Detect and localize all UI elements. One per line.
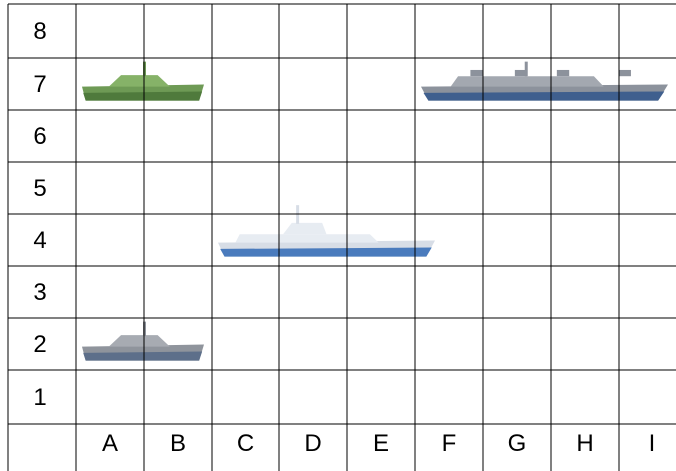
cell-C7[interactable]	[212, 58, 279, 110]
col-label-D: D	[304, 430, 321, 457]
cell-I5[interactable]	[619, 162, 676, 214]
cell-I7[interactable]	[619, 58, 676, 110]
cell-A4[interactable]	[76, 214, 144, 266]
cell-B8[interactable]	[144, 4, 212, 58]
cell-E7[interactable]	[347, 58, 415, 110]
col-label-B: B	[170, 430, 186, 457]
ship-waterline	[220, 248, 432, 257]
cell-C1[interactable]	[212, 370, 279, 424]
cell-F1[interactable]	[415, 370, 483, 424]
row-label-7: 7	[33, 71, 46, 98]
cell-G5[interactable]	[483, 162, 551, 214]
cell-A6[interactable]	[76, 110, 144, 162]
cell-H2[interactable]	[551, 318, 619, 370]
cell-H4[interactable]	[551, 214, 619, 266]
col-label-G: G	[508, 430, 527, 457]
cell-A5[interactable]	[76, 162, 144, 214]
col-label-E: E	[373, 430, 389, 457]
cell-H1[interactable]	[551, 370, 619, 424]
cell-G6[interactable]	[483, 110, 551, 162]
cell-D5[interactable]	[279, 162, 347, 214]
ship-waterline	[83, 352, 202, 361]
cell-C2[interactable]	[212, 318, 279, 370]
cell-G2[interactable]	[483, 318, 551, 370]
cell-I4[interactable]	[619, 214, 676, 266]
cell-E3[interactable]	[347, 266, 415, 318]
row-label-1: 1	[33, 384, 46, 411]
cell-F6[interactable]	[415, 110, 483, 162]
col-label-I: I	[649, 430, 656, 457]
cell-B4[interactable]	[144, 214, 212, 266]
cell-E1[interactable]	[347, 370, 415, 424]
cell-D8[interactable]	[279, 4, 347, 58]
ship-turret	[619, 70, 631, 76]
cell-B5[interactable]	[144, 162, 212, 214]
cell-I2[interactable]	[619, 318, 676, 370]
cell-H3[interactable]	[551, 266, 619, 318]
cell-D3[interactable]	[279, 266, 347, 318]
cell-H6[interactable]	[551, 110, 619, 162]
cell-F5[interactable]	[415, 162, 483, 214]
cell-I1[interactable]	[619, 370, 676, 424]
row-label-5: 5	[33, 175, 46, 202]
ship-mast	[296, 205, 299, 224]
cell-B1[interactable]	[144, 370, 212, 424]
row-label-4: 4	[33, 227, 46, 254]
cell-D7[interactable]	[279, 58, 347, 110]
ship-waterline	[83, 92, 202, 101]
cell-C5[interactable]	[212, 162, 279, 214]
col-label-A: A	[102, 430, 118, 457]
cell-H5[interactable]	[551, 162, 619, 214]
cell-D6[interactable]	[279, 110, 347, 162]
cell-F3[interactable]	[415, 266, 483, 318]
cell-B3[interactable]	[144, 266, 212, 318]
cell-F4[interactable]	[415, 214, 483, 266]
row-label-2: 2	[33, 331, 46, 358]
cell-G4[interactable]	[483, 214, 551, 266]
cell-I3[interactable]	[619, 266, 676, 318]
cell-E5[interactable]	[347, 162, 415, 214]
cell-B6[interactable]	[144, 110, 212, 162]
ship-superstructure	[235, 234, 378, 242]
ship-turret	[557, 70, 569, 76]
row-label-6: 6	[33, 123, 46, 150]
cell-G8[interactable]	[483, 4, 551, 58]
ship-waterline	[423, 92, 664, 101]
cell-I6[interactable]	[619, 110, 676, 162]
ship-superstructure	[451, 76, 604, 86]
cell-D2[interactable]	[279, 318, 347, 370]
cell-D1[interactable]	[279, 370, 347, 424]
cell-E8[interactable]	[347, 4, 415, 58]
cell-I8[interactable]	[619, 4, 676, 58]
cell-F2[interactable]	[415, 318, 483, 370]
cell-C6[interactable]	[212, 110, 279, 162]
row-label-8: 8	[33, 18, 46, 45]
col-label-H: H	[576, 430, 593, 457]
cell-E2[interactable]	[347, 318, 415, 370]
cell-C8[interactable]	[212, 4, 279, 58]
cell-A3[interactable]	[76, 266, 144, 318]
col-label-F: F	[442, 430, 457, 457]
col-label-C: C	[237, 430, 254, 457]
cell-A8[interactable]	[76, 4, 144, 58]
cell-H8[interactable]	[551, 4, 619, 58]
cell-F8[interactable]	[415, 4, 483, 58]
cell-G1[interactable]	[483, 370, 551, 424]
ship-mast	[525, 62, 528, 77]
cell-E6[interactable]	[347, 110, 415, 162]
cell-G3[interactable]	[483, 266, 551, 318]
cell-C3[interactable]	[212, 266, 279, 318]
cell-A1[interactable]	[76, 370, 144, 424]
ship-turret	[470, 70, 482, 76]
row-label-3: 3	[33, 279, 46, 306]
